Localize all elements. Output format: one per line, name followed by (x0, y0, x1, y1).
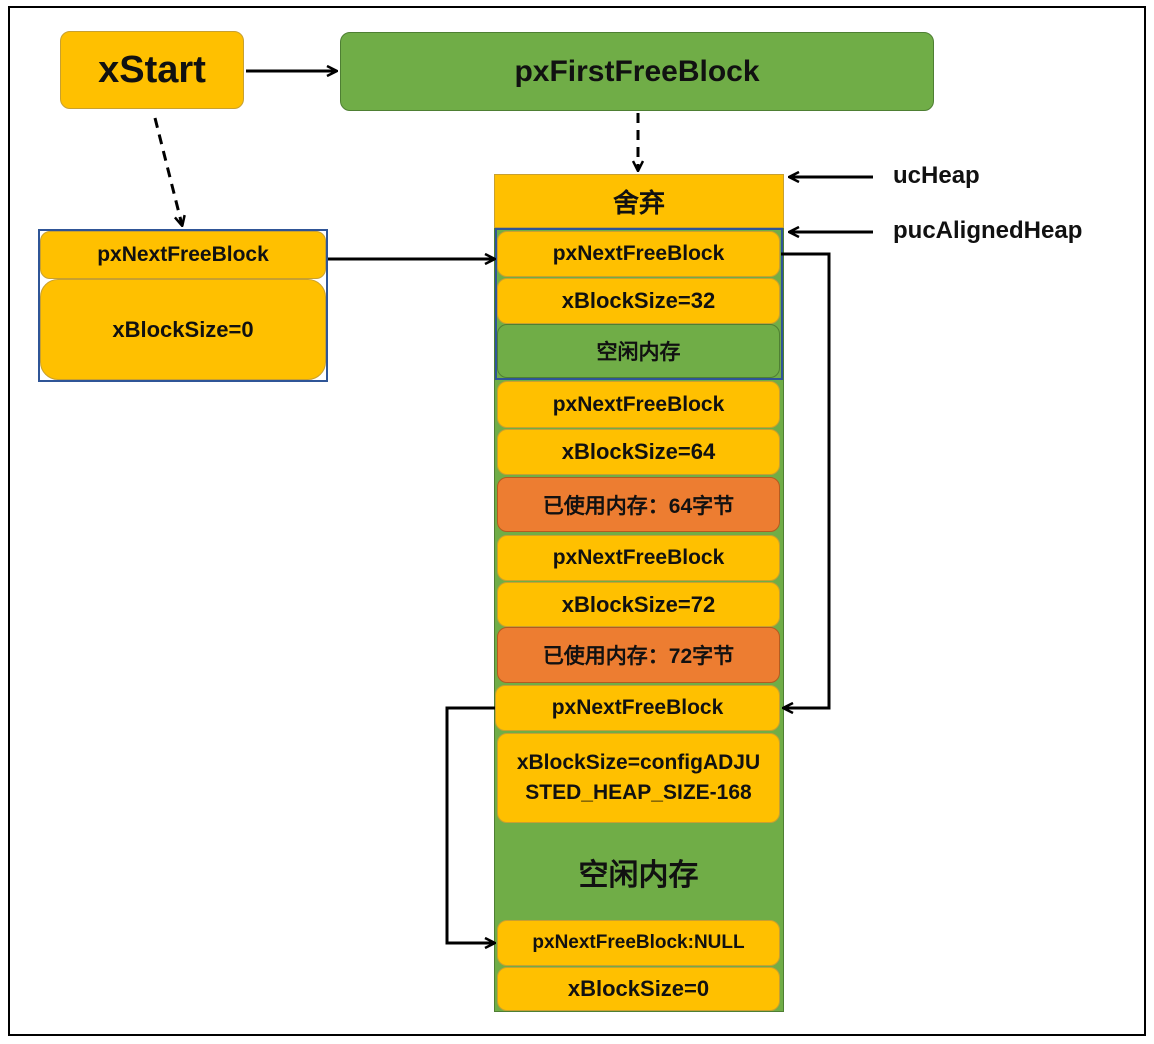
block2-size: xBlockSize=64 (497, 429, 780, 475)
end-block-size: xBlockSize=0 (497, 967, 780, 1011)
first-free-block-box: pxFirstFreeBlock (340, 32, 934, 111)
arrow-block4-to-end (445, 706, 495, 943)
block4-free-memory: 空闲内存 (578, 859, 699, 892)
block4-size: xBlockSize=configADJU STED_HEAP_SIZE-168 (497, 733, 780, 823)
puc-aligned-heap-label: pucAlignedHeap (893, 217, 1083, 244)
xstart-block-size: xBlockSize=0 (40, 279, 326, 380)
dashed-arrow-xstart-to-struct (153, 117, 182, 225)
xstart-struct (38, 229, 328, 382)
block1-free-memory: 空闲内存 (497, 324, 780, 378)
block4-size-line1: xBlockSize=configADJU (516, 751, 761, 774)
end-next-free-block: pxNextFreeBlock:NULL (497, 920, 780, 966)
block1-next-free-block: pxNextFreeBlock (497, 231, 780, 277)
block1-size: xBlockSize=32 (497, 278, 780, 324)
block2-used-memory: 已使用内存：64字节 (497, 477, 780, 532)
block3-used-memory: 已使用内存：72字节 (497, 627, 780, 683)
block2-next-free-block: pxNextFreeBlock (497, 381, 780, 428)
block3-next-free-block: pxNextFreeBlock (497, 535, 780, 581)
block4-size-line2: STED_HEAP_SIZE-168 (525, 781, 752, 804)
block4-next-free-block: pxNextFreeBlock (495, 685, 780, 731)
diagram-frame (8, 6, 1146, 1036)
xstart-box: xStart (60, 31, 244, 109)
first-block-group (495, 228, 783, 380)
discard-region: 舍弃 (494, 174, 784, 228)
arrow-block1-to-block4 (781, 252, 831, 708)
xstart-next-free-block: pxNextFreeBlock (40, 231, 326, 279)
ucheap-label: ucHeap (893, 162, 980, 189)
block3-size: xBlockSize=72 (497, 582, 780, 627)
